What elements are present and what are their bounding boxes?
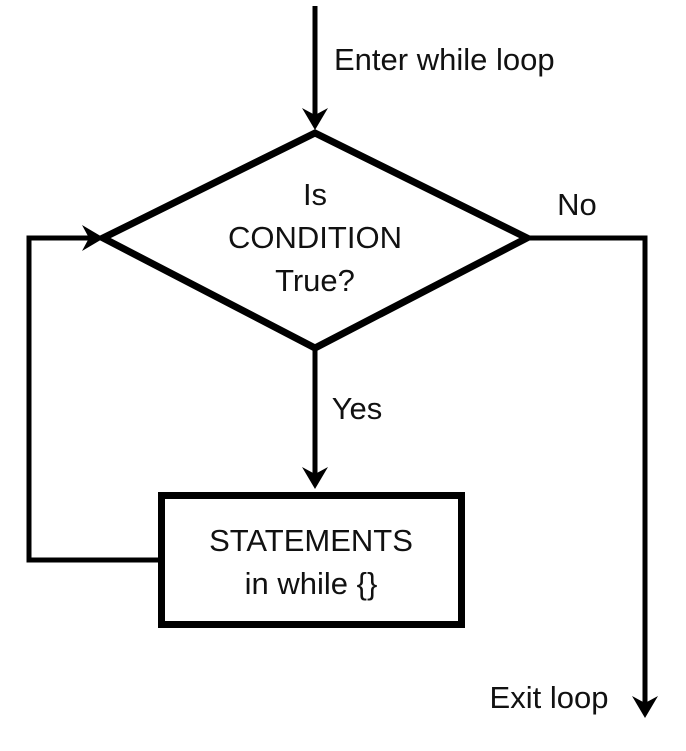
decision-text-line2: CONDITION [228,220,402,255]
loopback-connector [26,235,161,563]
statements-text-line2: in while {} [245,566,378,601]
no-branch-connector [524,235,648,708]
entry-arrowhead-icon [302,108,328,130]
exit-label: Exit loop [490,680,609,715]
decision-text-line3: True? [275,263,355,298]
no-branch-label: No [557,187,597,222]
yes-branch-label: Yes [332,391,383,426]
statements-box [158,492,465,628]
decision-diamond [95,129,535,352]
statements-text-line1: STATEMENTS [209,523,413,558]
decision-text-line1: Is [303,177,327,212]
entry-label: Enter while loop [334,42,555,77]
exit-arrowhead-icon [632,696,658,718]
yes-arrowhead-icon [302,467,328,489]
loopback-arrowhead-icon [82,225,104,251]
